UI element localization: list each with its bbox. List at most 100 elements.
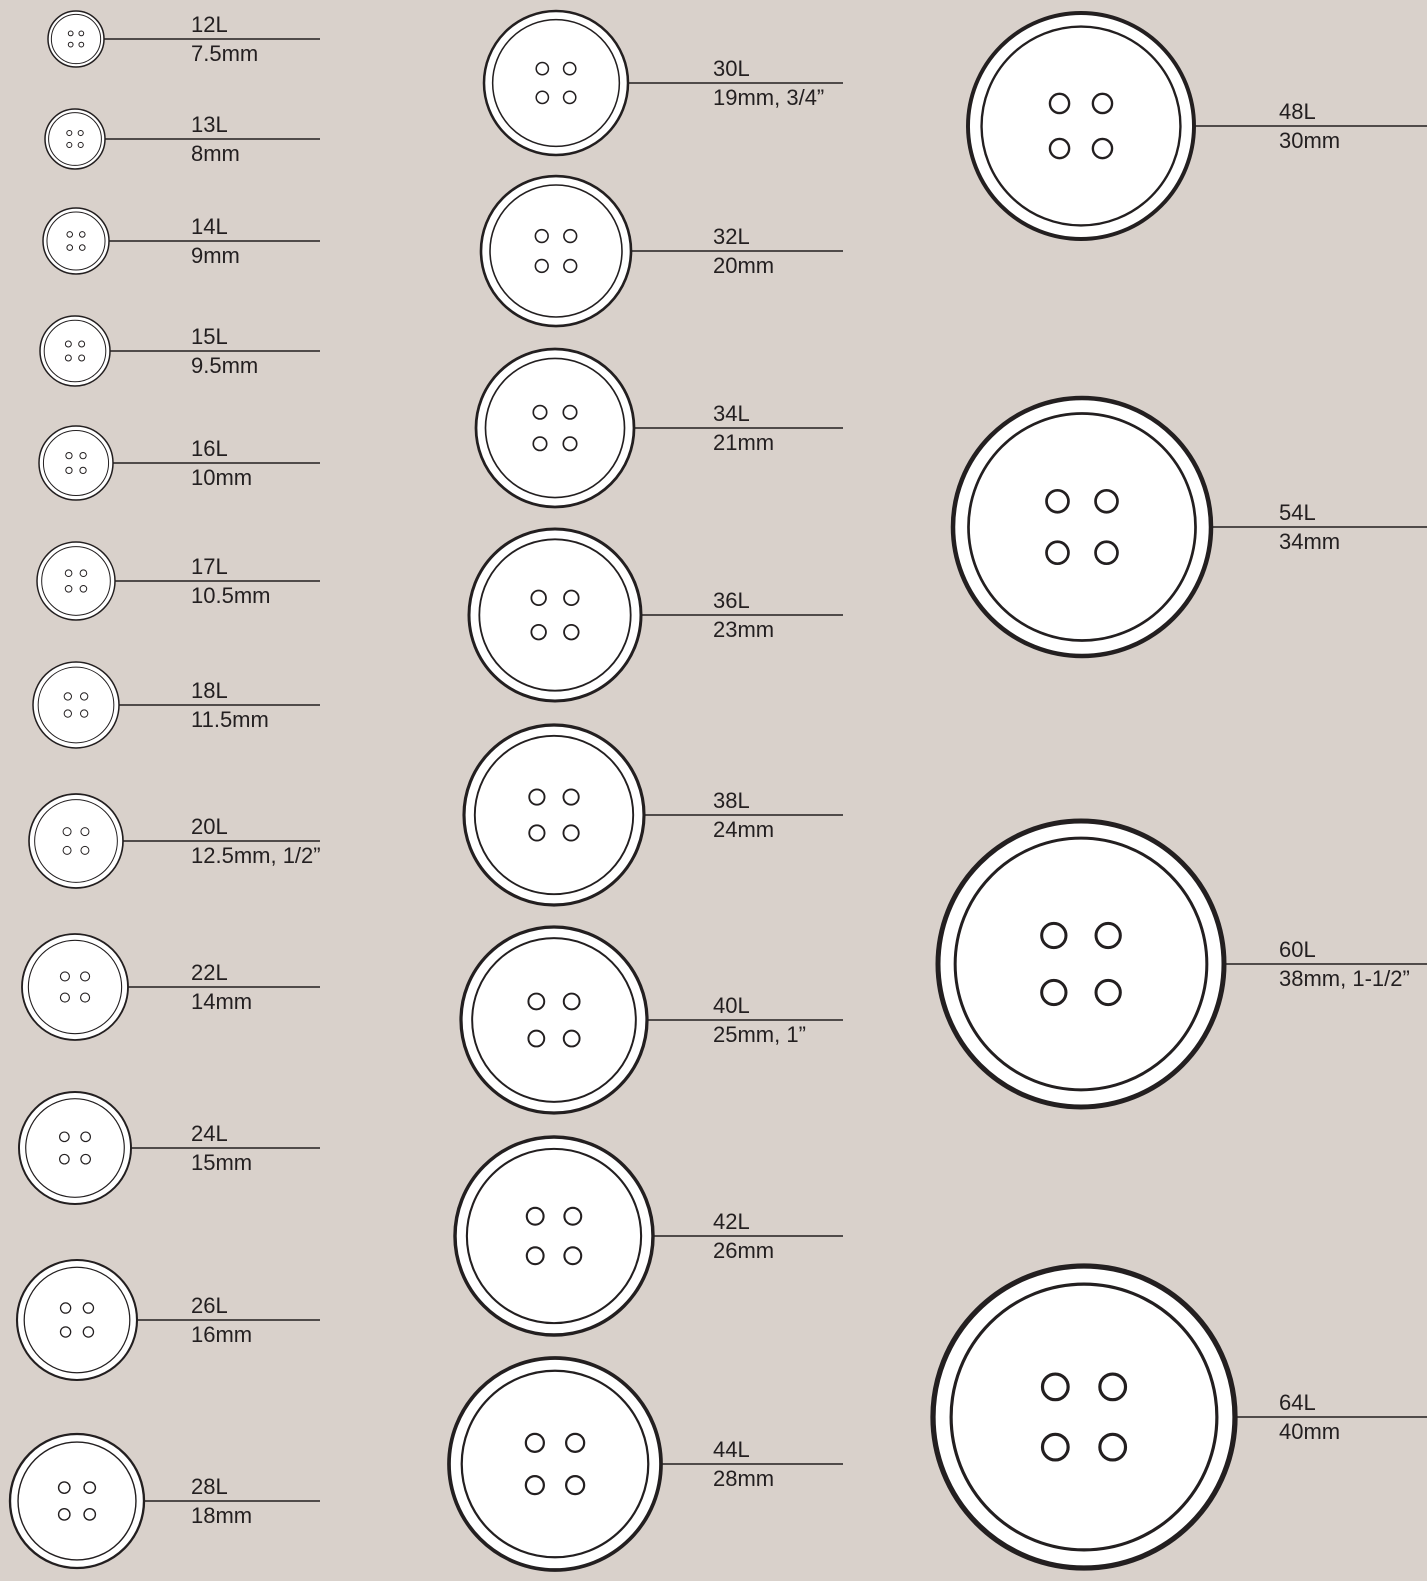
button-hole xyxy=(562,1029,581,1048)
button-hole xyxy=(563,623,580,641)
button-hole xyxy=(59,992,70,1003)
button-hole xyxy=(1040,1432,1070,1462)
button-inner-rim xyxy=(484,357,626,499)
button-hole xyxy=(78,244,86,251)
button-outer-rim xyxy=(8,1432,146,1570)
button-hole xyxy=(534,228,549,244)
button-inner-rim xyxy=(41,546,111,616)
ligne-label: 40L xyxy=(713,993,750,1018)
button-hole xyxy=(78,30,85,37)
button-inner-rim xyxy=(37,666,115,744)
button-hole xyxy=(63,692,72,701)
button-hole xyxy=(62,827,72,837)
button-outer-rim xyxy=(467,527,643,703)
button-inner-rim xyxy=(460,1369,650,1559)
button-hole xyxy=(1094,921,1122,950)
ligne-label: 44L xyxy=(713,1437,750,1462)
button-hole xyxy=(66,141,73,149)
button-hole xyxy=(77,141,84,149)
button-hole xyxy=(525,1246,545,1266)
button-hole xyxy=(78,354,86,362)
button-hole xyxy=(59,1153,70,1165)
button-hole xyxy=(535,90,550,105)
size-label: 8mm xyxy=(191,141,240,166)
button-hole xyxy=(1045,540,1070,566)
size-label: 28mm xyxy=(713,1466,774,1491)
ligne-label: 42L xyxy=(713,1209,750,1234)
button-hole xyxy=(535,61,550,76)
ligne-label: 15L xyxy=(191,324,228,349)
button-inner-rim xyxy=(489,184,623,318)
button-hole xyxy=(1094,540,1119,566)
size-label: 30mm xyxy=(1279,128,1340,153)
button-hole xyxy=(65,451,73,460)
button-outer-rim xyxy=(950,395,1214,659)
button-hole xyxy=(1094,488,1119,514)
button-hole xyxy=(528,788,546,806)
button-inner-rim xyxy=(473,734,635,896)
ligne-label: 34L xyxy=(713,401,750,426)
ligne-label: 54L xyxy=(1279,500,1316,525)
button-hole xyxy=(532,436,548,452)
button-hole xyxy=(67,30,74,37)
button-hole xyxy=(534,258,549,274)
size-label: 23mm xyxy=(713,617,774,642)
button-hole xyxy=(524,1475,545,1496)
button-inner-rim xyxy=(42,429,110,497)
button-hole xyxy=(63,709,72,718)
ligne-label: 30L xyxy=(713,56,750,81)
button-hole xyxy=(528,824,546,842)
button-inner-rim xyxy=(471,937,637,1103)
button-inner-rim xyxy=(465,1147,643,1325)
button-hole xyxy=(562,824,580,842)
button-hole xyxy=(64,584,73,593)
button-hole xyxy=(524,1432,545,1453)
button-outer-rim xyxy=(28,793,124,889)
button-inner-rim xyxy=(967,412,1197,642)
button-hole xyxy=(562,61,577,76)
button-hole xyxy=(59,1131,70,1143)
button-hole xyxy=(1094,978,1122,1007)
button-inner-rim xyxy=(478,538,632,692)
button-hole xyxy=(79,584,88,593)
button-hole xyxy=(530,589,547,607)
button-hole xyxy=(66,244,74,251)
size-label: 16mm xyxy=(191,1322,252,1347)
size-label: 18mm xyxy=(191,1503,252,1528)
button-hole xyxy=(64,354,72,362)
button-hole xyxy=(79,569,88,578)
button-inner-rim xyxy=(980,25,1182,227)
button-outer-rim xyxy=(44,108,106,170)
ligne-label: 13L xyxy=(191,112,228,137)
button-hole xyxy=(79,451,87,460)
button-outer-rim xyxy=(930,1263,1238,1571)
button-hole xyxy=(563,258,578,274)
button-hole xyxy=(563,228,578,244)
button-entry: 28L 18mm xyxy=(8,1432,320,1570)
button-inner-rim xyxy=(27,939,123,1035)
button-hole xyxy=(562,404,578,420)
size-label: 11.5mm xyxy=(191,707,269,732)
button-hole xyxy=(563,589,580,607)
button-outer-rim xyxy=(39,315,111,387)
button-inner-rim xyxy=(949,1282,1219,1552)
button-hole xyxy=(1048,137,1071,160)
ligne-label: 28L xyxy=(191,1474,228,1499)
button-hole xyxy=(562,436,578,452)
button-hole xyxy=(1091,92,1114,115)
button-hole xyxy=(532,404,548,420)
button-hole xyxy=(82,1302,95,1314)
ligne-label: 14L xyxy=(191,214,228,239)
ligne-label: 32L xyxy=(713,224,750,249)
button-hole xyxy=(66,129,73,137)
button-hole xyxy=(59,971,70,982)
